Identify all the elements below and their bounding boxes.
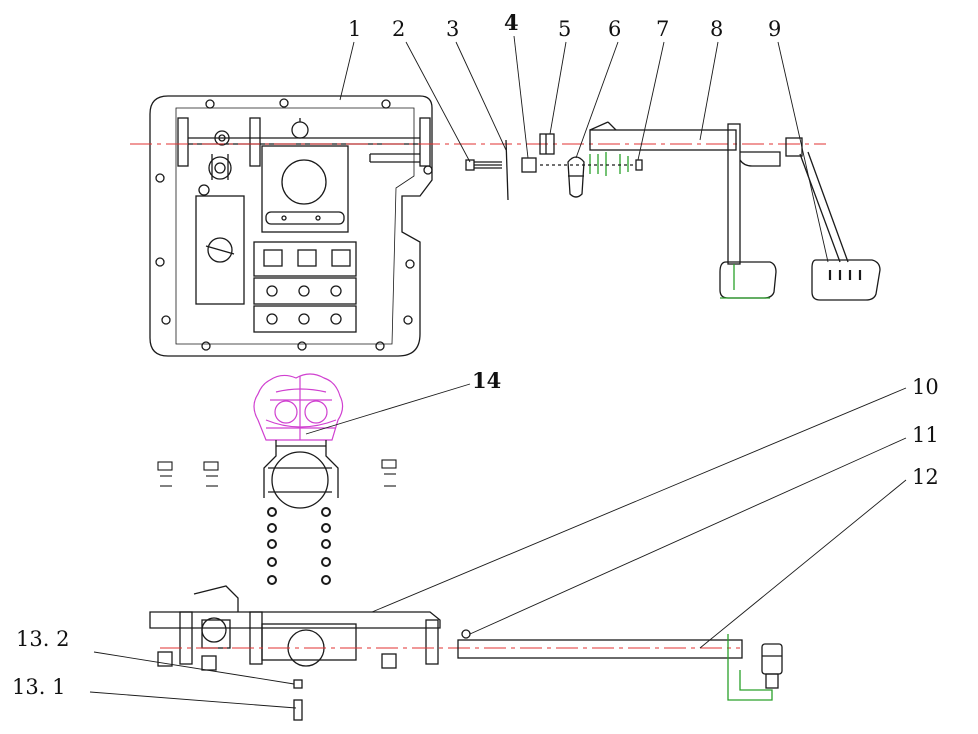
callout-6: 6 bbox=[608, 17, 621, 41]
callout-5: 5 bbox=[558, 17, 571, 41]
brake-pedal bbox=[811, 259, 881, 301]
pedal-axle-parts bbox=[465, 133, 643, 201]
callout-1: 1 bbox=[348, 17, 361, 41]
callout-11: 11 bbox=[912, 423, 939, 447]
callout-12: 12 bbox=[912, 465, 939, 489]
callout-14: 14 bbox=[472, 368, 501, 393]
callout-2: 2 bbox=[392, 17, 405, 41]
fastener-stacks bbox=[157, 459, 397, 585]
valve-bracket-plate bbox=[149, 585, 471, 671]
callout-labels: 1 2 3 4 5 6 7 8 9 14 10 11 12 13. 2 13. … bbox=[12, 10, 939, 699]
pedal-shaft-and-pedals bbox=[589, 121, 881, 301]
callout-4: 4 bbox=[504, 10, 519, 35]
mounting-plate bbox=[149, 95, 433, 357]
callout-13-2: 13. 2 bbox=[16, 627, 69, 651]
callout-7: 7 bbox=[656, 17, 669, 41]
callout-10: 10 bbox=[912, 375, 939, 399]
callout-13-1: 13. 1 bbox=[12, 675, 65, 699]
bottom-pedal-shaft bbox=[457, 634, 783, 701]
parts-13 bbox=[293, 679, 303, 721]
callout-9: 9 bbox=[768, 17, 781, 41]
brake-valve bbox=[253, 373, 344, 509]
bottom-leader-lines bbox=[89, 383, 907, 709]
clutch-pedal bbox=[719, 261, 777, 299]
callout-3: 3 bbox=[446, 17, 459, 41]
top-leader-lines bbox=[339, 35, 829, 263]
callout-8: 8 bbox=[710, 17, 723, 41]
